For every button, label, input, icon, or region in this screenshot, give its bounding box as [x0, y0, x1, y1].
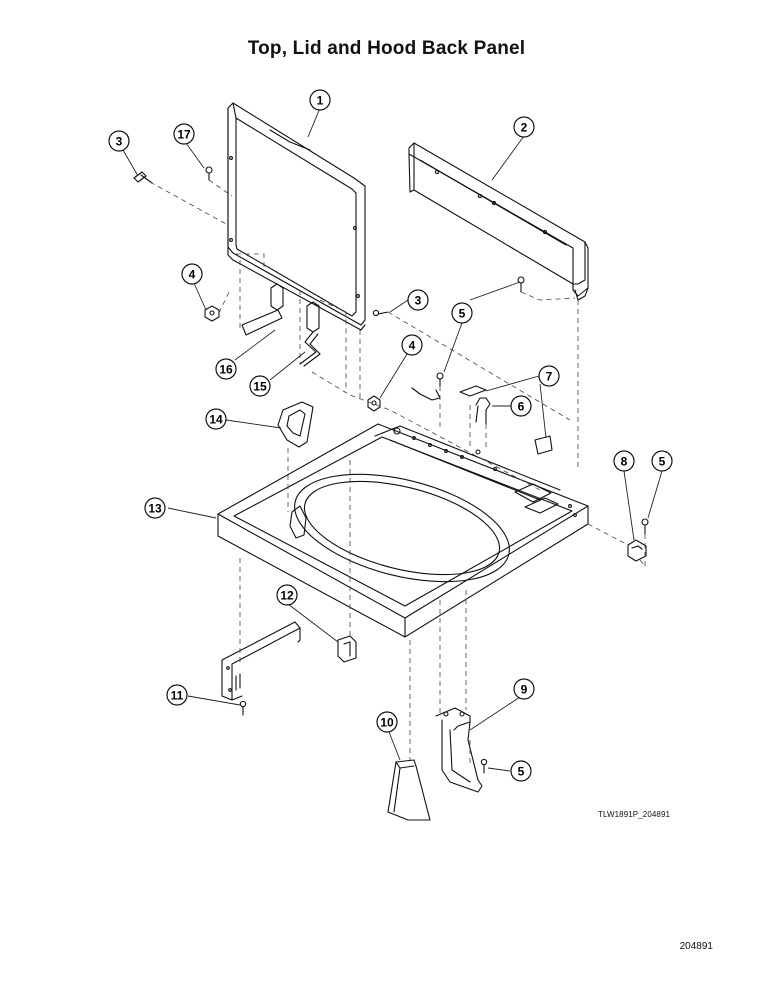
part-nut-4a	[204, 305, 220, 322]
callout-label: 5	[459, 307, 466, 321]
part-nut-4b	[367, 395, 381, 412]
part-screw-5b	[641, 518, 649, 535]
callout-label: 10	[380, 716, 394, 730]
drawing-code: TLW1891P_204891	[598, 810, 671, 819]
callout-label: 7	[546, 370, 553, 384]
part-hinge-16	[241, 283, 284, 336]
callout-label: 12	[280, 589, 294, 603]
callout-label: 3	[116, 135, 123, 149]
part-screw-3b	[372, 309, 389, 317]
callout-label: 6	[518, 400, 525, 414]
callout-label: 9	[521, 683, 528, 697]
part-screw-5-top	[436, 372, 444, 387]
callout-15: 15	[249, 375, 271, 397]
callout-label: 17	[177, 128, 191, 142]
callout-6: 6	[510, 395, 532, 417]
callout-9: 9	[513, 678, 535, 700]
callout-10: 10	[376, 711, 398, 733]
callout-11: 11	[166, 684, 188, 706]
callout-4a: 4	[181, 263, 203, 285]
part-screw-5a	[517, 276, 525, 293]
callout-label: 13	[148, 502, 162, 516]
callout-label: 4	[409, 339, 416, 353]
part-bumper-14	[277, 401, 314, 448]
callout-5a: 5	[451, 302, 473, 324]
callout-label: 5	[518, 765, 525, 779]
callout-label: 3	[415, 294, 422, 308]
callout-13: 13	[144, 497, 166, 519]
part-hinge-15	[299, 301, 321, 367]
callout-2: 2	[513, 116, 535, 138]
part-top-13	[217, 423, 589, 638]
part-front-bracket	[221, 621, 301, 701]
part-lid-frame	[227, 102, 366, 331]
callout-1: 1	[309, 89, 331, 111]
part-label-7b	[534, 435, 553, 455]
callout-label: 14	[209, 413, 223, 427]
page-title: Top, Lid and Hood Back Panel	[247, 38, 526, 59]
part-clip-12	[337, 635, 357, 663]
part-screw-5c	[480, 758, 488, 774]
callout-label: 16	[219, 363, 233, 377]
part-pedestal-10	[387, 759, 431, 821]
part-label-7a	[459, 385, 487, 397]
callout-14: 14	[205, 408, 227, 430]
callout-label: 8	[621, 455, 628, 469]
callout-7: 7	[538, 365, 560, 387]
callout-3b: 3	[407, 289, 429, 311]
callout-5c: 5	[510, 760, 532, 782]
part-screw-3a	[133, 171, 153, 184]
callout-8: 8	[613, 450, 635, 472]
callout-5b: 5	[651, 450, 673, 472]
callout-4b: 4	[401, 334, 423, 356]
callout-3a: 3	[108, 130, 130, 152]
callout-label: 1	[317, 94, 324, 108]
callout-label: 4	[189, 268, 196, 282]
part-hood-back-panel	[408, 142, 589, 301]
callout-label: 5	[659, 455, 666, 469]
part-screw-11	[239, 700, 247, 716]
part-bracket-9	[435, 707, 483, 793]
part-clip-8	[627, 539, 647, 562]
callout-17: 17	[173, 123, 195, 145]
part-screw-17	[205, 166, 213, 181]
page-number: 204891	[679, 941, 713, 952]
part-wire-harness	[411, 387, 441, 401]
callout-label: 11	[171, 689, 184, 703]
callout-12: 12	[276, 584, 298, 606]
callout-label: 2	[521, 121, 528, 135]
part-clamp-6	[475, 397, 491, 425]
callout-label: 15	[253, 380, 267, 394]
callout-16: 16	[215, 358, 237, 380]
